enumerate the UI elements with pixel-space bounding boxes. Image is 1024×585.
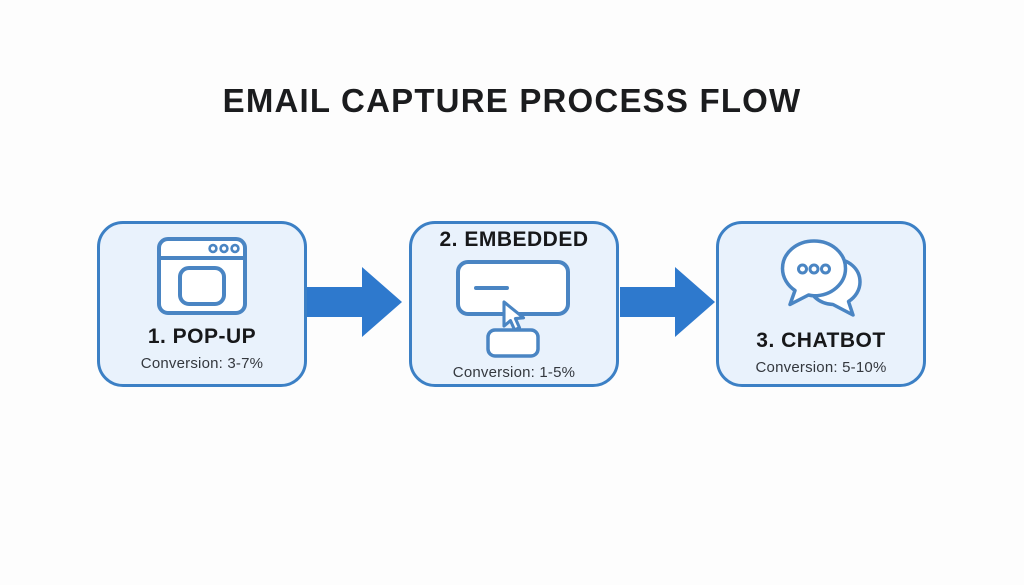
popup-window-icon	[157, 236, 247, 315]
cursor-icon	[502, 299, 526, 331]
step-box-chatbot: 3. CHATBOT Conversion: 5-10%	[716, 221, 926, 387]
arrow-right-icon	[307, 265, 403, 339]
embedded-form-icon	[454, 259, 574, 358]
step-conversion: Conversion: 5-10%	[755, 358, 887, 376]
step-conversion: Conversion: 3-7%	[140, 354, 264, 372]
step-box-popup: 1. POP-UP Conversion: 3-7%	[97, 221, 307, 387]
step-box-embedded: 2. EMBEDDED Conversion: 1-5%	[409, 221, 619, 387]
page-title: EMAIL CAPTURE PROCESS FLOW	[222, 82, 802, 119]
step-conversion: Conversion: 1-5%	[452, 363, 576, 381]
arrow-right-icon	[620, 265, 716, 339]
step-label: 2. EMBEDDED	[439, 227, 589, 251]
chatbot-icon	[774, 233, 868, 319]
step-label: 3. CHATBOT	[756, 328, 886, 352]
step-label: 1. POP-UP	[147, 324, 257, 348]
